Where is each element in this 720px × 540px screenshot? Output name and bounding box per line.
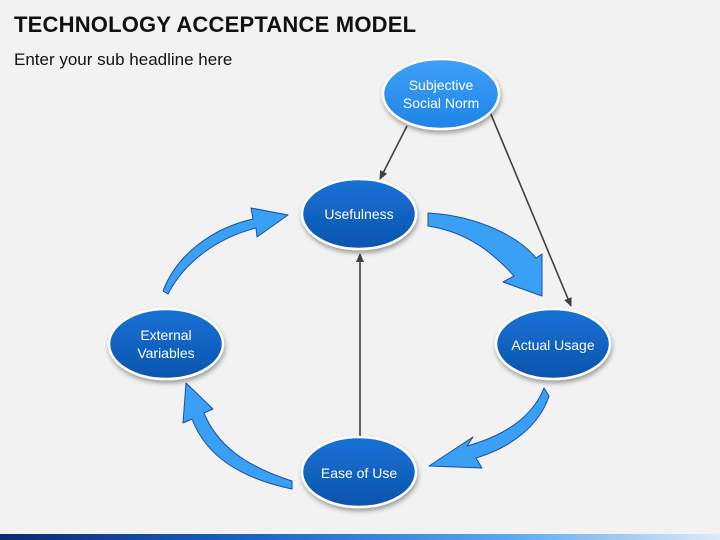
node-actual-usage: Actual Usage — [494, 307, 612, 381]
connector-norm-to-usefulness — [379, 125, 408, 180]
curved-arrow-usefulness-to-actual-usage — [427, 212, 543, 297]
node-subjective-social-norm-line2: Social Norm — [403, 95, 479, 111]
node-subjective-social-norm-line1: Subjective — [409, 77, 474, 93]
node-external-variables-line1: External — [140, 327, 191, 343]
curved-arrow-external-to-usefulness — [162, 207, 289, 295]
page-subtitle: Enter your sub headline here — [14, 50, 233, 69]
node-external-variables: External Variables — [107, 307, 225, 381]
node-usefulness: Usefulness — [300, 177, 418, 251]
node-ease-of-use-label: Ease of Use — [321, 465, 397, 481]
page-title: TECHNOLOGY ACCEPTANCE MODEL — [14, 12, 417, 37]
node-ease-of-use: Ease of Use — [300, 435, 418, 509]
node-usefulness-label: Usefulness — [324, 206, 393, 222]
node-external-variables-line2: Variables — [137, 345, 194, 361]
node-subjective-social-norm: Subjective Social Norm — [381, 57, 501, 131]
node-actual-usage-label: Actual Usage — [511, 337, 594, 353]
curved-arrow-ease-to-external — [182, 382, 293, 490]
curved-arrow-actual-usage-to-ease — [428, 387, 550, 469]
bottom-accent-bar — [0, 534, 720, 540]
connector-norm-to-actual-usage — [489, 111, 572, 307]
